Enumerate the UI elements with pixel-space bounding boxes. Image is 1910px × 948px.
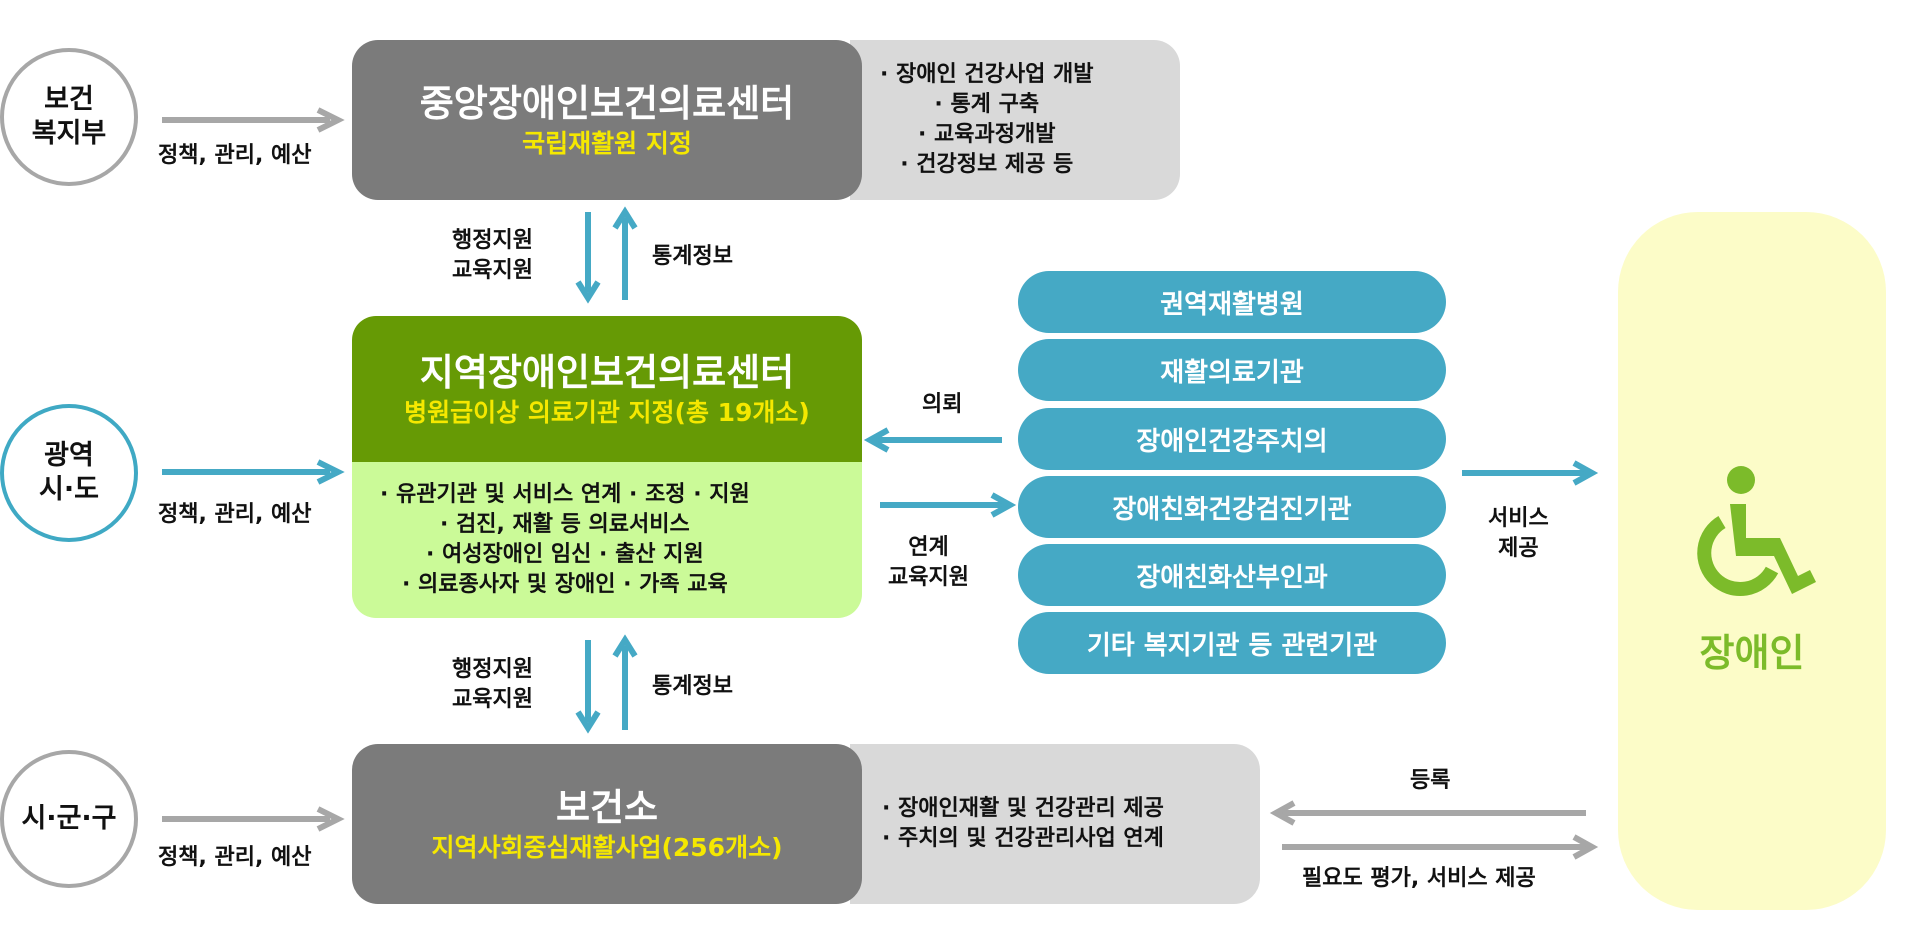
institution-pill: 기타 복지기관 등 관련기관 <box>1018 612 1446 674</box>
arrow-assess <box>1282 834 1599 860</box>
central-role-item: · 통계 구축 <box>934 92 1040 117</box>
arrow-stats-up-bot <box>612 634 638 730</box>
label-policy-top: 정책, 관리, 예산 <box>158 143 312 168</box>
healthcenter-subtitle: 지역사회중심재활사업(256개소) <box>431 833 783 862</box>
central-subtitle: 국립재활원 지정 <box>522 129 692 158</box>
institution-label: 장애친화산부인과 <box>1136 562 1328 593</box>
regional-roles-panel: · 유관기관 및 서비스 연계 · 조정 · 지원 · 검진, 재활 등 의료서… <box>352 462 862 618</box>
label-policy-mid: 정책, 관리, 예산 <box>158 502 312 527</box>
healthcenter-roles-panel: · 장애인재활 및 건강관리 제공 · 주치의 및 건강관리사업 연계 <box>850 744 1260 904</box>
healthcenter-role-item: · 주치의 및 건강관리사업 연계 <box>882 826 1164 851</box>
regional-role-item: · 의료종사자 및 장애인 · 가족 교육 <box>401 572 728 597</box>
regional-role-item: · 검진, 재활 등 의료서비스 <box>439 512 690 537</box>
institution-pill: 재활의료기관 <box>1018 339 1446 401</box>
central-center-box: 중앙장애인보건의료센터 국립재활원 지정 <box>352 40 862 200</box>
label-admin-top: 행정지원 교육지원 <box>452 228 533 283</box>
arrow-register <box>1269 800 1586 826</box>
central-role-item: · 장애인 건강사업 개발 <box>880 62 1094 87</box>
institution-label: 장애인건강주치의 <box>1136 426 1328 457</box>
healthcenter-title: 보건소 <box>555 786 659 829</box>
label-link-edu: 연계 교육지원 <box>888 535 969 590</box>
institution-pill: 장애친화산부인과 <box>1018 544 1446 606</box>
arrow-admin-down-bot <box>575 640 601 734</box>
label-stats-top: 통계정보 <box>652 244 733 269</box>
institution-pill: 장애친화건강검진기관 <box>1018 476 1446 538</box>
person-label: 장애인 <box>1699 631 1805 675</box>
node-ministry: 보건 복지부 <box>0 48 138 186</box>
regional-center-box: 지역장애인보건의료센터 병원급이상 의료기관 지정(총 19개소) <box>352 316 862 462</box>
label-service: 서비스 제공 <box>1488 506 1549 561</box>
institution-label: 권역재활병원 <box>1160 289 1304 320</box>
central-title: 중앙장애인보건의료센터 <box>419 82 795 125</box>
central-role-item: · 교육과정개발 <box>918 122 1056 147</box>
arrow-city-to-healthcenter <box>162 806 345 832</box>
node-province-label: 광역 시·도 <box>39 440 99 505</box>
institution-label: 재활의료기관 <box>1160 357 1304 388</box>
institution-label: 장애친화건강검진기관 <box>1112 494 1352 525</box>
regional-role-item: · 여성장애인 임신 · 출산 지원 <box>426 542 704 567</box>
arrow-service <box>1462 460 1599 486</box>
institution-label: 기타 복지기관 등 관련기관 <box>1086 630 1378 661</box>
institution-pill: 권역재활병원 <box>1018 271 1446 333</box>
arrow-province-to-regional <box>162 459 345 485</box>
label-policy-bot: 정책, 관리, 예산 <box>158 845 312 870</box>
arrow-referral <box>863 427 1002 453</box>
label-admin-bot: 행정지원 교육지원 <box>452 657 533 712</box>
node-ministry-label: 보건 복지부 <box>31 84 107 149</box>
central-role-item: · 건강정보 제공 등 <box>900 152 1074 177</box>
label-stats-bot: 통계정보 <box>652 674 733 699</box>
healthcenter-box: 보건소 지역사회중심재활사업(256개소) <box>352 744 862 904</box>
arrow-admin-down-top <box>575 212 601 304</box>
node-city: 시·군·구 <box>0 750 138 888</box>
label-referral: 의뢰 <box>922 392 963 417</box>
healthcenter-role-item: · 장애인재활 및 건강관리 제공 <box>882 796 1164 821</box>
label-register: 등록 <box>1410 768 1451 793</box>
regional-title: 지역장애인보건의료센터 <box>419 351 795 394</box>
arrow-stats-up-top <box>612 206 638 300</box>
person-panel <box>1618 212 1886 910</box>
label-assess: 필요도 평가, 서비스 제공 <box>1302 866 1536 891</box>
arrow-ministry-to-central <box>162 107 345 133</box>
regional-subtitle: 병원급이상 의료기관 지정(총 19개소) <box>404 398 810 427</box>
node-province: 광역 시·도 <box>0 404 138 542</box>
wheelchair-icon <box>1697 466 1816 597</box>
arrow-link-edu <box>880 492 1017 518</box>
institution-pill: 장애인건강주치의 <box>1018 408 1446 470</box>
regional-role-item: · 유관기관 및 서비스 연계 · 조정 · 지원 <box>380 482 750 507</box>
node-city-label: 시·군·구 <box>21 803 117 834</box>
central-roles-panel: · 장애인 건강사업 개발 · 통계 구축 · 교육과정개발 · 건강정보 제공… <box>850 40 1180 200</box>
